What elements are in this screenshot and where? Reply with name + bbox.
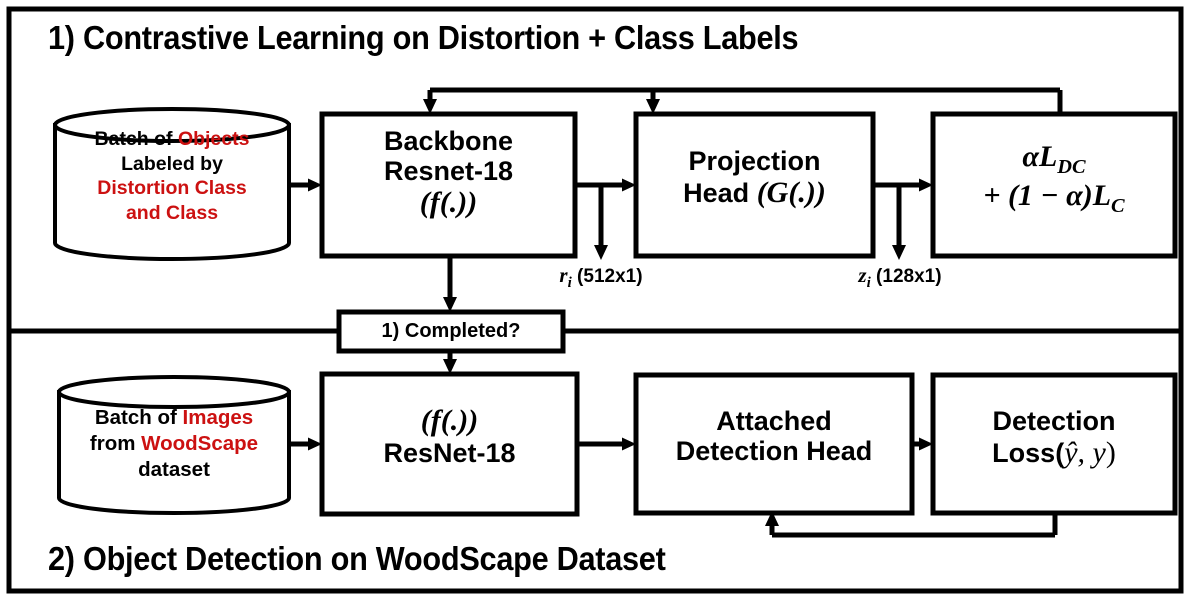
arrow-datastore-to-backbone [289, 178, 322, 192]
arrow-projection-tap-z [892, 185, 906, 260]
top-datastore-line1-plain: Batch of [94, 128, 178, 150]
bottom-datastore-line1-accent: Images [182, 406, 254, 429]
z-subscript: i [866, 274, 871, 291]
r-subscript: i [567, 274, 572, 291]
encoder-label: (f(.)) ResNet-18 [322, 404, 577, 468]
top-datastore-label: Batch of Objects Labeled by Distortion C… [55, 127, 289, 225]
top-section-title: 1) Contrastive Learning on Distortion + … [48, 19, 799, 56]
gate-box [336, 309, 566, 354]
arrow-head-to-loss [912, 437, 933, 451]
arrow-detection-loss-feedback [765, 511, 1058, 538]
contrastive-loss-line2: + (1 − α)L [983, 178, 1112, 212]
contrastive-loss-line1: αL [1022, 140, 1058, 173]
top-datastore-line4: and Class [125, 201, 219, 224]
top-datastore-shape [53, 107, 291, 261]
detection-loss-line2-math: ŷ, y [1064, 436, 1106, 470]
bottom-datastore-line3: dataset [138, 457, 210, 481]
arrow-gate-to-encoder [443, 351, 457, 374]
detection-head-box [633, 372, 915, 516]
detection-head-label: Attached Detection Head [636, 406, 912, 466]
detection-loss-box [930, 372, 1178, 516]
projection-line2-math: (G(.)) [756, 176, 826, 210]
projection-tap-label: zi (128x1) [820, 263, 980, 292]
backbone-line2: Resnet-18 [383, 156, 514, 187]
representation-tap-label: ri (512x1) [521, 263, 681, 292]
top-datastore-line3: Distortion Class [97, 177, 247, 200]
arrow-backbone-to-gate [443, 256, 457, 312]
top-datastore-line2: Labeled by [121, 152, 223, 175]
detection-head-line2: Detection Head [675, 436, 873, 467]
r-dims: (512x1) [571, 266, 643, 287]
projection-head-label: Projection Head (G(.)) [636, 146, 873, 210]
arrow-datastore2-to-encoder [289, 437, 322, 451]
bottom-datastore-shape [57, 375, 291, 515]
backbone-label: Backbone Resnet-18 (f(.)) [322, 126, 575, 220]
detection-loss-line1: Detection [992, 406, 1116, 436]
backbone-box [319, 111, 578, 259]
projection-head-box [633, 111, 876, 259]
contrastive-loss-line2-sub: C [1111, 194, 1125, 217]
gate-label: 1) Completed? [381, 320, 521, 342]
top-datastore-line1-accent: Objects [177, 128, 250, 150]
encoder-line1-math: (f(.)) [420, 404, 479, 437]
projection-line1: Projection [688, 146, 821, 176]
projection-line2-plain: Head [683, 178, 757, 209]
detection-loss-label: Detection Loss(ŷ, y) [933, 406, 1175, 470]
bottom-datastore-line2-accent: WoodScape [141, 431, 259, 455]
z-symbol: z [858, 263, 867, 287]
arrow-loss-feedback-rail [423, 87, 1063, 114]
contrastive-loss-label: αLDC + (1 − α)LC [933, 140, 1175, 218]
backbone-line1: Backbone [383, 126, 514, 156]
bottom-datastore-line1-plain: Batch of [94, 406, 183, 429]
arrow-encoder-to-head [577, 437, 636, 451]
arrow-backbone-tap-r [594, 185, 608, 260]
backbone-line3-math: (f(.)) [419, 186, 478, 220]
z-dims: (128x1) [870, 266, 942, 287]
detection-head-line1: Attached [716, 406, 832, 436]
contrastive-loss-line1-sub: DC [1057, 156, 1086, 178]
bottom-datastore-label: Batch of Images from WoodScape dataset [59, 405, 289, 482]
detection-loss-line2-close: ) [1105, 436, 1116, 470]
encoder-line2: ResNet-18 [383, 437, 516, 468]
r-symbol: r [559, 263, 568, 287]
bottom-datastore-line2-plain: from [89, 431, 142, 455]
bottom-section-title: 2) Object Detection on WoodScape Dataset [48, 540, 666, 577]
detection-loss-line2-plain: Loss( [992, 438, 1065, 469]
